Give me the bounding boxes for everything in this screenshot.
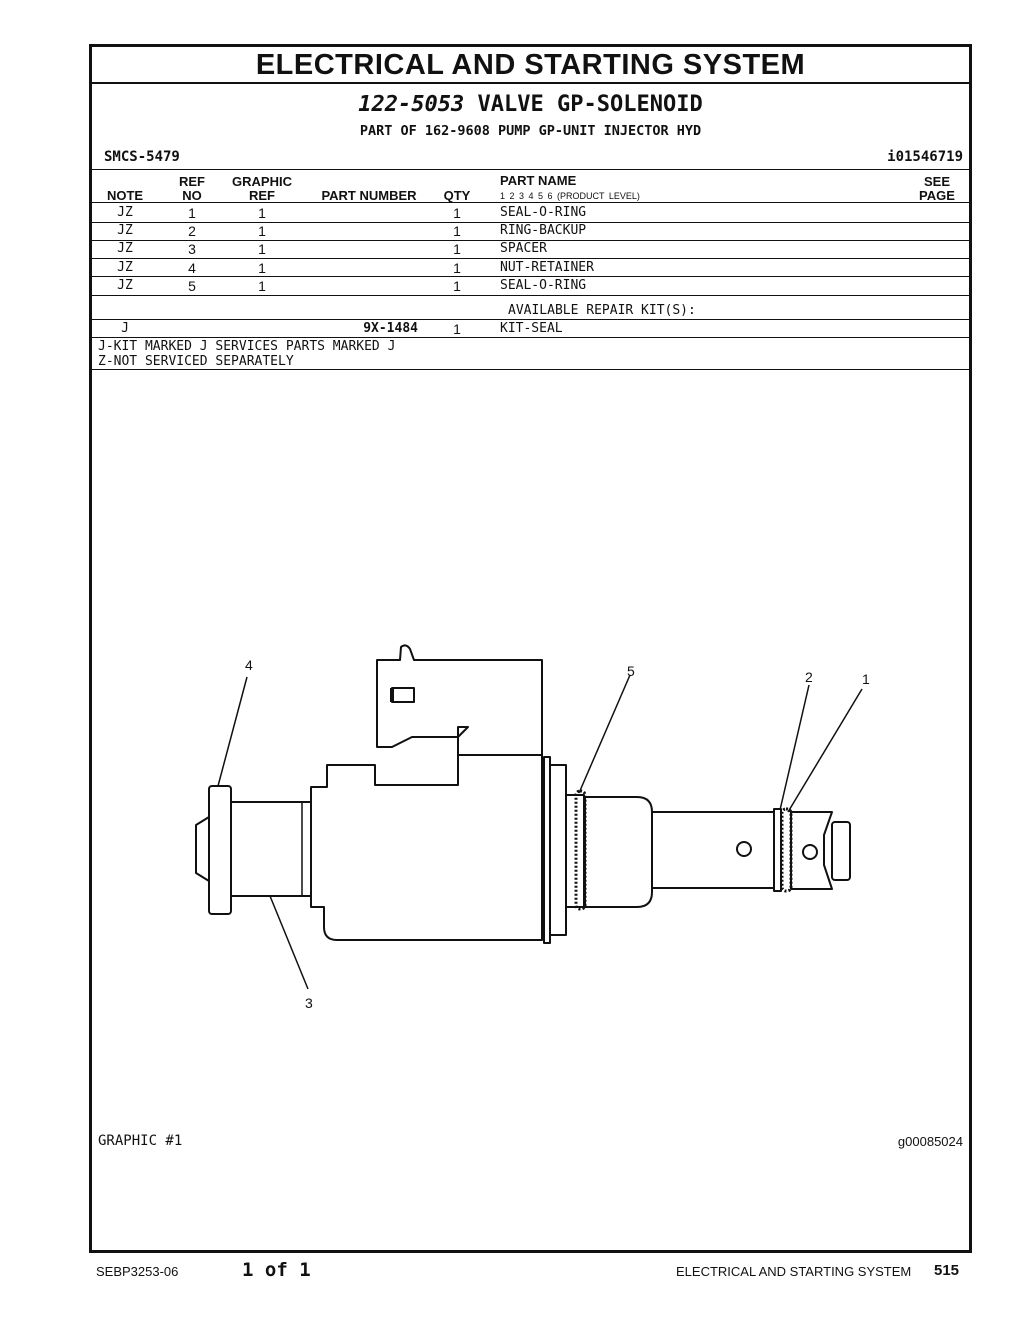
callout-1: 1 xyxy=(862,671,870,687)
callout-4: 4 xyxy=(245,657,253,673)
group-title: 122-5053 VALVE GP-SOLENOID xyxy=(92,92,969,117)
footer-page-of: 1 of 1 xyxy=(242,1259,311,1281)
row-ref: 1 xyxy=(188,205,196,221)
header-ref-top: REF xyxy=(179,174,205,189)
port-hole xyxy=(802,844,818,860)
notes-block: J-KIT MARKED J SERVICES PARTS MARKED J Z… xyxy=(98,339,395,369)
row-name: SEAL-O-RING xyxy=(500,278,587,293)
footer-doc-number: SEBP3253-06 xyxy=(96,1264,179,1279)
row-graphic: 1 xyxy=(258,223,266,239)
divider xyxy=(92,202,969,203)
row-ref: 5 xyxy=(188,278,196,294)
divider xyxy=(92,222,969,223)
divider xyxy=(92,240,969,241)
callout-5: 5 xyxy=(627,663,635,679)
row-name: SPACER xyxy=(500,241,547,256)
row-graphic: 1 xyxy=(258,241,266,257)
row-name: NUT-RETAINER xyxy=(500,260,594,275)
row-note: JZ xyxy=(117,223,133,238)
row-qty: 1 xyxy=(453,205,461,221)
divider xyxy=(92,169,969,170)
part-of-line: PART OF 162-9608 PUMP GP-UNIT INJECTOR H… xyxy=(359,123,702,139)
group-number: 122-5053 xyxy=(358,92,465,117)
row-name: RING-BACKUP xyxy=(500,223,587,238)
graphic-id: g00085024 xyxy=(897,1134,963,1149)
port-hole xyxy=(736,841,752,857)
header-see-bottom: PAGE xyxy=(919,188,955,203)
note-line: J-KIT MARKED J SERVICES PARTS MARKED J xyxy=(98,339,396,354)
row-name: SEAL-O-RING xyxy=(500,205,587,220)
callout-3: 3 xyxy=(305,995,313,1011)
kit-heading: AVAILABLE REPAIR KIT(S): xyxy=(508,303,696,318)
row-note: JZ xyxy=(117,260,133,275)
footer-page-number: 515 xyxy=(934,1262,960,1279)
row-ref: 4 xyxy=(188,260,196,276)
header-part-name: PART NAME xyxy=(500,173,577,188)
header-part-number: PART NUMBER xyxy=(321,188,417,203)
kit-name: KIT-SEAL xyxy=(500,321,563,336)
solenoid-body xyxy=(310,754,543,941)
connector-latch xyxy=(391,687,415,703)
header-graphic-bottom: REF xyxy=(249,188,275,203)
divider xyxy=(92,369,969,370)
divider xyxy=(92,258,969,259)
row-graphic: 1 xyxy=(258,260,266,276)
row-ref: 2 xyxy=(188,223,196,239)
row-note: JZ xyxy=(117,241,133,256)
row-graphic: 1 xyxy=(258,205,266,221)
valve-spool xyxy=(651,811,775,889)
flange-ring xyxy=(549,764,567,936)
kit-qty: 1 xyxy=(453,321,461,337)
group-name: VALVE GP-SOLENOID xyxy=(477,92,703,117)
row-qty: 1 xyxy=(453,278,461,294)
callout-2: 2 xyxy=(805,669,813,685)
retainer-nut-face xyxy=(195,816,210,882)
valve-tip xyxy=(790,811,833,890)
kit-part-number: 9X-1484 xyxy=(363,321,418,336)
header-product-level: 1 2 3 4 5 6 (PRODUCT LEVEL) xyxy=(500,191,640,201)
row-graphic: 1 xyxy=(258,278,266,294)
divider xyxy=(92,319,969,320)
valve-stem xyxy=(584,796,653,908)
row-qty: 1 xyxy=(453,260,461,276)
header-see-top: SEE xyxy=(923,174,950,189)
backup-ring-2 xyxy=(773,808,782,892)
retainer-nut xyxy=(208,785,232,915)
row-qty: 1 xyxy=(453,241,461,257)
page-frame: ELECTRICAL AND STARTING SYSTEM 122-5053 … xyxy=(89,44,972,1253)
o-ring-seal-1 xyxy=(780,807,793,893)
header-qty: QTY xyxy=(443,188,471,203)
row-note: JZ xyxy=(117,205,133,220)
valve-end xyxy=(831,821,851,881)
footer-section: ELECTRICAL AND STARTING SYSTEM xyxy=(676,1264,912,1279)
solenoid-valve-drawing xyxy=(195,644,863,990)
row-note: JZ xyxy=(117,278,133,293)
row-ref: 3 xyxy=(188,241,196,257)
header-ref-bottom: NO xyxy=(182,188,202,203)
section-title-bar: ELECTRICAL AND STARTING SYSTEM xyxy=(92,47,969,84)
section-title: ELECTRICAL AND STARTING SYSTEM xyxy=(255,49,806,81)
connector-housing xyxy=(376,644,543,756)
header-note: NOTE xyxy=(106,188,144,203)
divider xyxy=(92,295,969,296)
divider xyxy=(92,337,969,338)
graphic-label: GRAPHIC #1 xyxy=(98,1133,183,1149)
kit-note: J xyxy=(121,321,129,336)
spacer-sleeve xyxy=(230,801,312,897)
divider xyxy=(92,276,969,277)
smcs-code: SMCS-5479 xyxy=(104,149,180,165)
header-graphic-top: GRAPHIC xyxy=(232,174,292,189)
note-line: Z-NOT SERVICED SEPARATELY xyxy=(98,354,294,369)
illustration-id: i01546719 xyxy=(887,149,963,165)
row-qty: 1 xyxy=(453,223,461,239)
